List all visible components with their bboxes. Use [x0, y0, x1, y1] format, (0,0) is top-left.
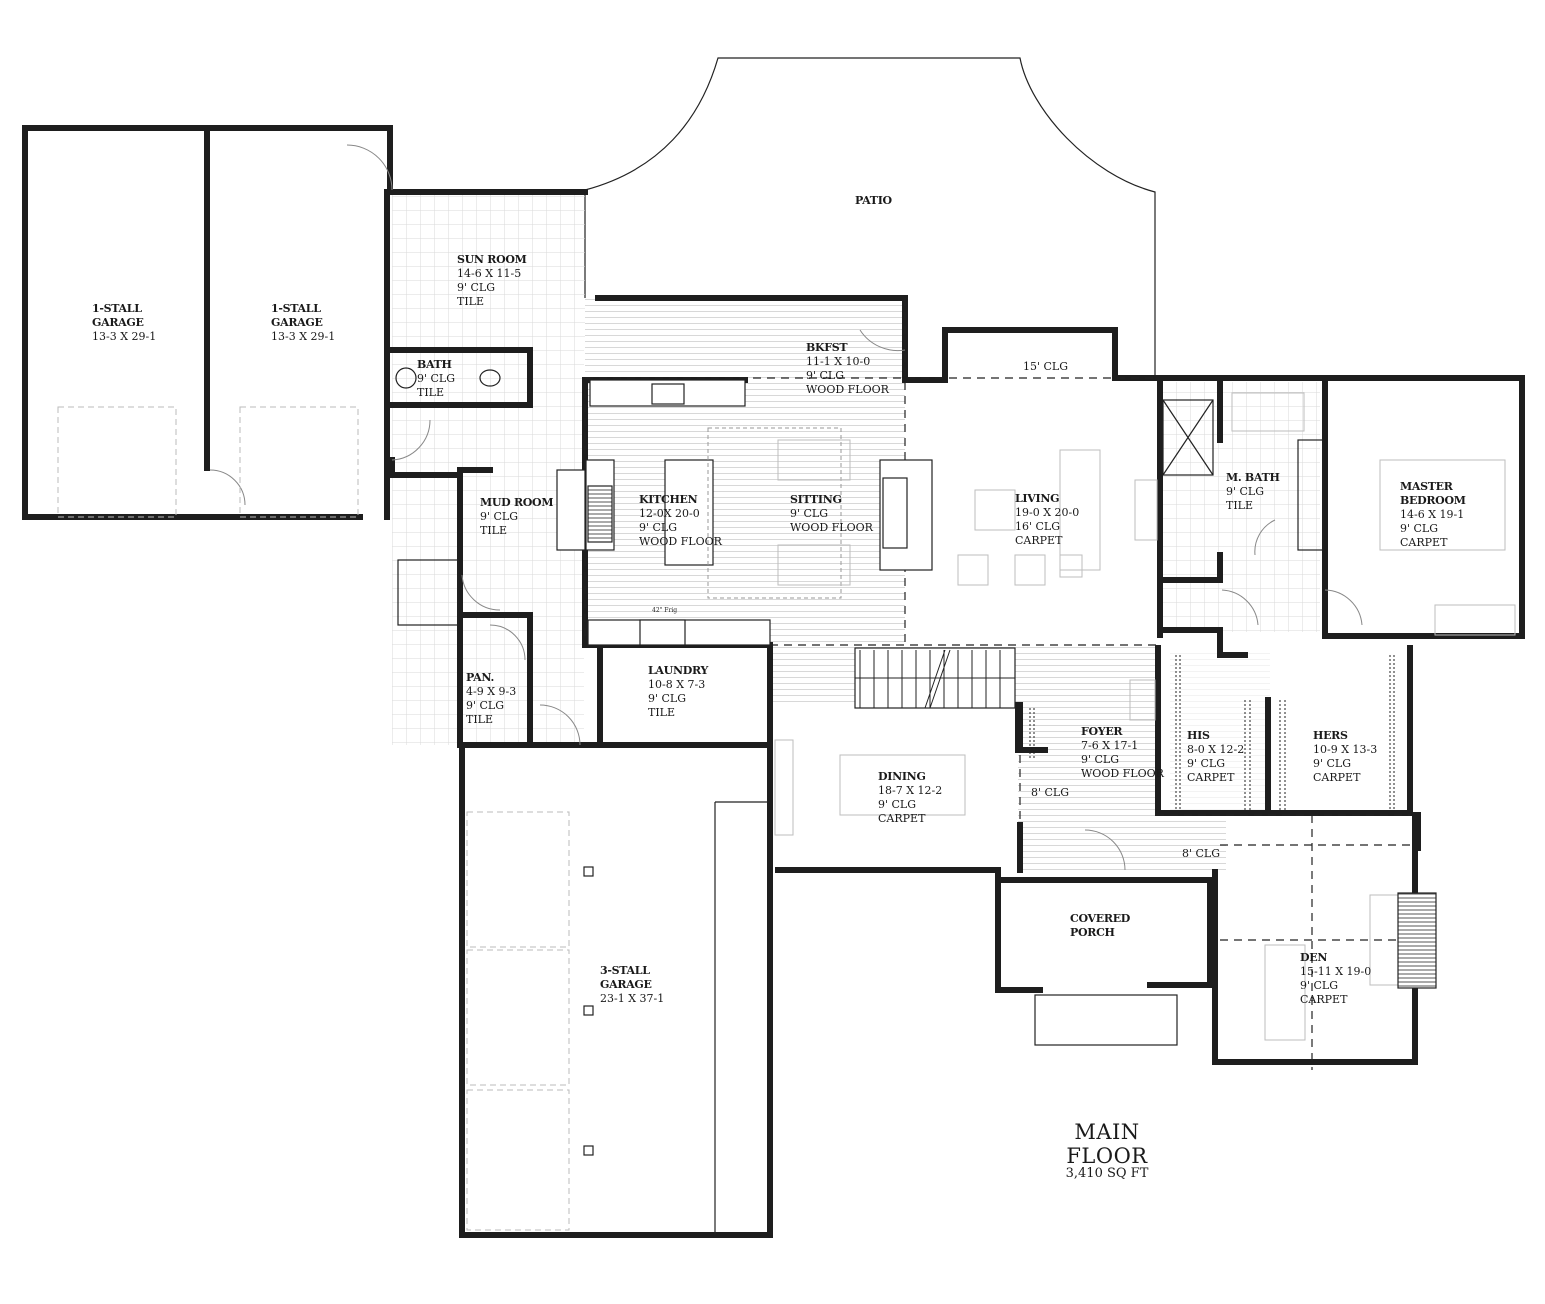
floor-area: 3,410 SQ FT [1065, 1166, 1149, 1181]
room-label-living: LIVING 19-0 X 20-0 16' CLG CARPET [1015, 492, 1080, 547]
room-label-pan: PAN. 4-9 X 9-3 9' CLG TILE [466, 671, 517, 726]
room-label-dining: DINING 18-7 X 12-2 9' CLG CARPET [878, 770, 943, 825]
fridge-note: 42" Frig [652, 607, 678, 614]
room-label-hers: HERS 10-9 X 13-3 9' CLG CARPET [1313, 729, 1378, 784]
room-label-foyer: FOYER 7-6 X 17-1 9' CLG WOOD FLOOR [1081, 725, 1164, 780]
room-label-garage2: 1-STALL GARAGE 13-3 X 29-1 [271, 302, 336, 343]
closet-shelves [1029, 655, 1395, 810]
room-label-garage3: 3-STALL GARAGE 23-1 X 37-1 [600, 964, 665, 1005]
ceiling-note-den-hall: 8' CLG [1182, 847, 1221, 860]
room-label-master-bedroom: MASTER BEDROOM 14-6 X 19-1 9' CLG CARPET [1400, 480, 1466, 549]
ceiling-note-living-bay: 15' CLG [1023, 360, 1069, 373]
fireplace [1397, 892, 1437, 989]
room-label-sun-room: SUN ROOM 14-6 X 11-5 9' CLG TILE [457, 253, 527, 308]
room-label-garage1: 1-STALL GARAGE 13-3 X 29-1 [92, 302, 157, 343]
stairs [855, 649, 1015, 709]
room-label-sitting: SITTING 9' CLG WOOD FLOOR [790, 493, 873, 534]
room-label-kitchen: KITCHEN 12-0X 20-0 9' CLG WOOD FLOOR [639, 493, 722, 548]
room-label-patio: PATIO [855, 194, 892, 207]
furniture [774, 392, 1516, 1041]
room-label-bkfst: BKFST 11-1 X 10-0 9' CLG WOOD FLOOR [806, 341, 889, 396]
ceiling-note-foyer-hall: 8' CLG [1031, 786, 1070, 799]
floor-title-block: MAIN FLOOR 3,410 SQ FT [1036, 1120, 1178, 1181]
floor-name: MAIN FLOOR [1066, 1120, 1148, 1168]
room-label-den: DEN 15-11 X 19-0 9' CLG CARPET [1300, 951, 1372, 1006]
garage-doors [57, 406, 570, 1231]
mbath-fixtures [395, 367, 1324, 1046]
room-label-bath: BATH 9' CLG TILE [417, 358, 456, 399]
room-label-covered-porch: COVERED PORCH [1070, 912, 1131, 939]
room-label-his: HIS 8-0 X 12-2 9' CLG CARPET [1187, 729, 1245, 784]
room-label-m-bath: M. BATH 9' CLG TILE [1226, 471, 1280, 512]
door-swings [209, 144, 1363, 871]
sitting-rug [707, 427, 842, 599]
room-label-mud-room: MUD ROOM 9' CLG TILE [480, 496, 554, 537]
room-label-laundry: LAUNDRY 10-8 X 7-3 9' CLG TILE [648, 664, 709, 719]
